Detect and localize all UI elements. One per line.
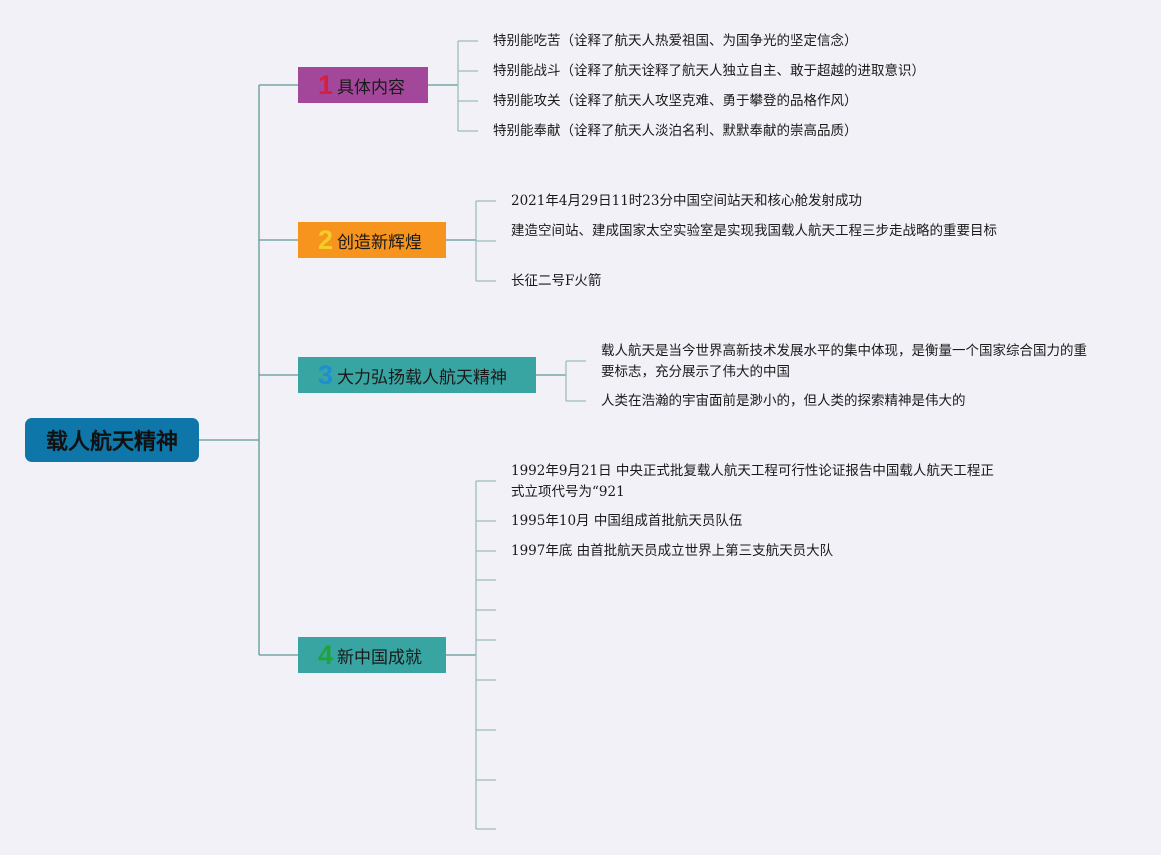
leaf-1-4[interactable]: 特别能奉献（诠释了航天人淡泊名利、默默奉献的崇高品质） (493, 123, 858, 139)
branch-number-1: 1 (318, 69, 334, 100)
branch-node-2[interactable]: 2 创造新辉煌 (298, 222, 446, 258)
leaf-2-2[interactable]: 建造空间站、建成国家太空实验室是实现我国载人航天工程三步走战略的重要目标 (511, 223, 997, 239)
leaf-4-3[interactable]: 1997年底 由首批航天员成立世界上第三支航天员大队 (511, 543, 834, 559)
leaf-3-2[interactable]: 人类在浩瀚的宇宙面前是渺小的，但人类的探索精神是伟大的 (601, 393, 966, 409)
leaf-1-1[interactable]: 特别能吃苦（诠释了航天人热爱祖国、为国争光的坚定信念） (493, 33, 858, 49)
branch-label-1: 具体内容 (337, 77, 406, 98)
leaf-2-3[interactable]: 长征二号F火箭 (511, 273, 602, 289)
branch-label-4: 新中国成就 (337, 647, 423, 668)
leaf-4-1[interactable]: 1992年9月21日 中央正式批复载人航天工程可行性论证报告中国载人航天工程正式… (511, 463, 994, 500)
leaf-1-2[interactable]: 特别能战斗（诠释了航天诠释了航天人独立自主、敢于超越的进取意识） (493, 63, 925, 79)
branch-number-4: 4 (318, 639, 334, 670)
branch-number-2: 2 (318, 224, 334, 255)
branch-label-3: 大力弘扬载人航天精神 (337, 367, 508, 388)
branch-label-2: 创造新辉煌 (337, 232, 423, 253)
branch-node-4[interactable]: 4 新中国成就 (298, 637, 446, 673)
leaf-1-3[interactable]: 特别能攻关（诠释了航天人攻坚克难、勇于攀登的品格作风） (493, 93, 858, 109)
leaf-3-1[interactable]: 载人航天是当今世界高新技术发展水平的集中体现，是衡量一个国家综合国力的重要标志，… (601, 343, 1087, 380)
branch-node-1[interactable]: 1 具体内容 (298, 67, 428, 103)
leaf-4-2[interactable]: 1995年10月 中国组成首批航天员队伍 (511, 513, 743, 529)
root-node[interactable]: 载人航天精神 (25, 418, 199, 462)
leaf-2-1[interactable]: 2021年4月29日11时23分中国空间站天和核心舱发射成功 (511, 193, 862, 209)
branch-number-3: 3 (318, 359, 334, 390)
branch-node-3[interactable]: 3 大力弘扬载人航天精神 (298, 357, 536, 393)
